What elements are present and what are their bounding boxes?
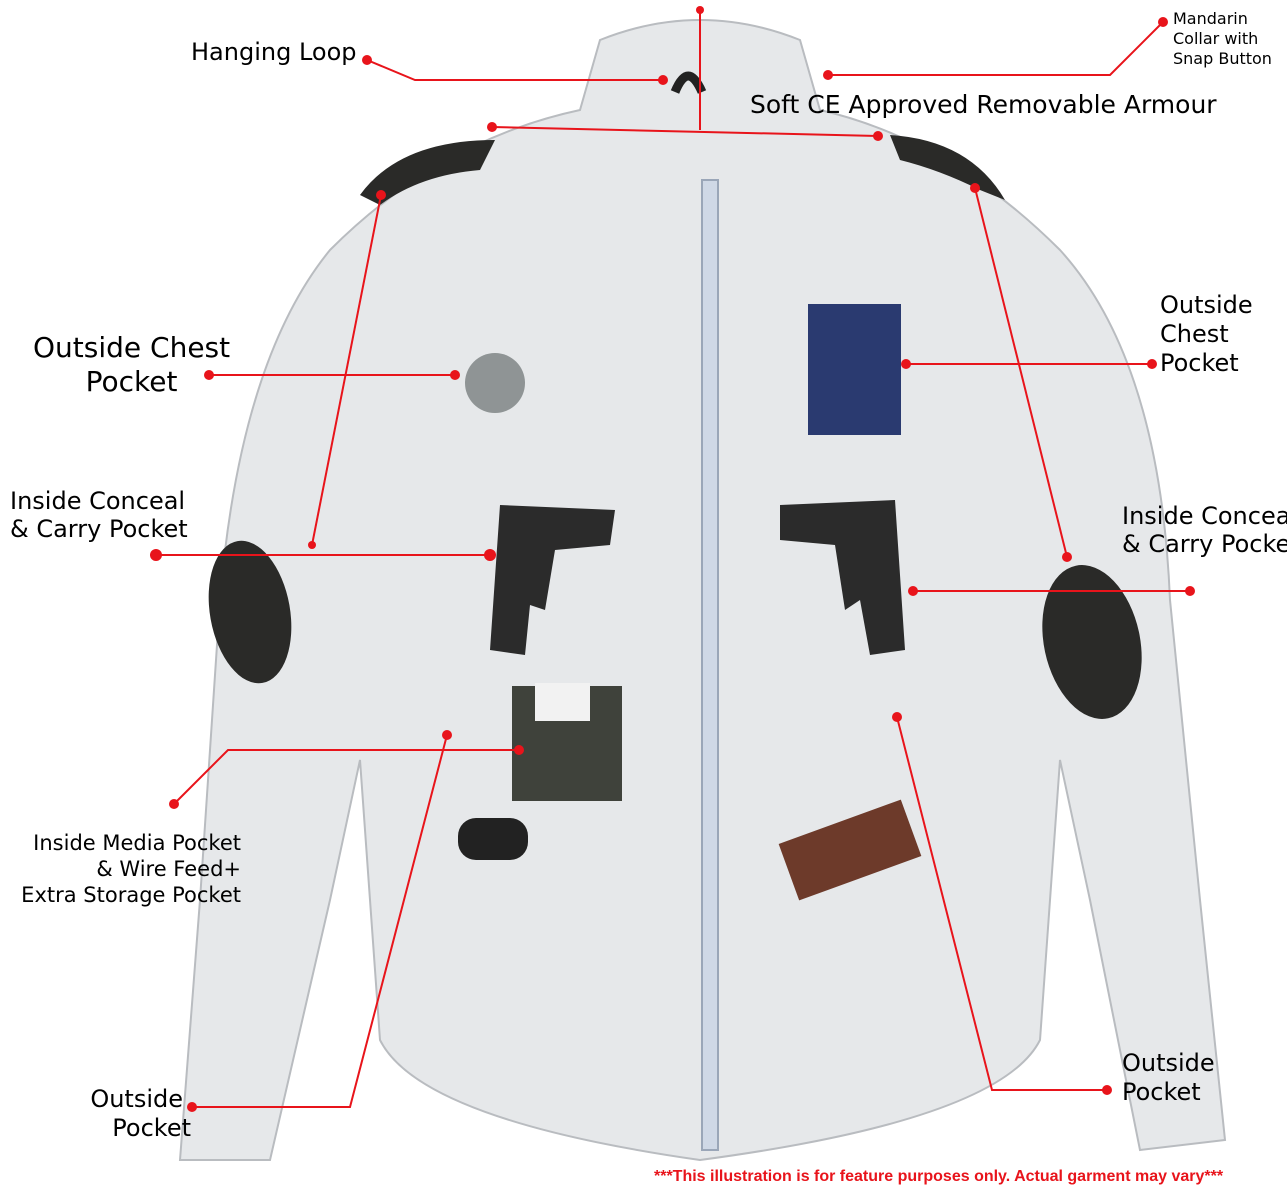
label-line: & Carry Pocket bbox=[10, 515, 188, 543]
label-line: Pocket bbox=[85, 365, 178, 398]
label-pocket-left: Outside Pocket bbox=[90, 1085, 191, 1143]
passport bbox=[808, 304, 901, 435]
label-line: Outside bbox=[1160, 291, 1253, 319]
label-line: Chest bbox=[1160, 320, 1229, 348]
disclaimer: ***This illustration is for feature purp… bbox=[654, 1168, 1224, 1185]
label-line: Outside bbox=[90, 1085, 183, 1113]
jacket bbox=[178, 19, 1227, 1162]
pistol-left bbox=[490, 505, 615, 655]
label-line: Extra Storage Pocket bbox=[21, 883, 241, 907]
sunglasses bbox=[465, 353, 525, 413]
phone bbox=[535, 683, 590, 721]
label-hanging-loop: Hanging Loop bbox=[191, 38, 357, 66]
label-line: Snap Button bbox=[1173, 49, 1272, 68]
label-chest-left: Outside Chest Pocket bbox=[33, 331, 230, 399]
label-line: Pocket bbox=[1160, 349, 1239, 377]
label-media: Inside Media Pocket & Wire Feed+ Extra S… bbox=[21, 830, 241, 908]
label-line: Outside bbox=[1122, 1049, 1215, 1077]
pistol-right bbox=[780, 500, 905, 655]
label-line: Collar with bbox=[1173, 29, 1259, 48]
wallet bbox=[778, 799, 922, 901]
label-chest-right: Outside Chest Pocket bbox=[1160, 291, 1253, 378]
label-armour: Soft CE Approved Removable Armour bbox=[750, 90, 1217, 119]
label-mandarin-collar: Mandarin Collar with Snap Button bbox=[1173, 9, 1272, 69]
label-line: Mandarin bbox=[1173, 9, 1248, 28]
label-line: Pocket bbox=[1122, 1078, 1201, 1106]
label-pocket-right: Outside Pocket bbox=[1122, 1049, 1215, 1107]
label-conceal-left: Inside Conceal & Carry Pocket bbox=[10, 487, 188, 543]
label-line: Pocket bbox=[112, 1114, 191, 1142]
label-line: Outside Chest bbox=[33, 331, 231, 364]
key-fob bbox=[458, 818, 528, 860]
armour-pieces bbox=[208, 135, 1142, 719]
label-conceal-right: Inside Conceal & Carry Pocket bbox=[1122, 502, 1287, 558]
label-line: Inside Conceal bbox=[1122, 502, 1287, 530]
label-line: Inside Conceal bbox=[10, 487, 186, 515]
callout-lines bbox=[156, 10, 1190, 1108]
label-line: & Wire Feed+ bbox=[96, 857, 241, 881]
label-line: Inside Media Pocket bbox=[33, 831, 241, 855]
label-line: & Carry Pocket bbox=[1122, 530, 1287, 558]
callout-dots bbox=[150, 6, 1195, 1112]
accessories bbox=[458, 71, 922, 901]
